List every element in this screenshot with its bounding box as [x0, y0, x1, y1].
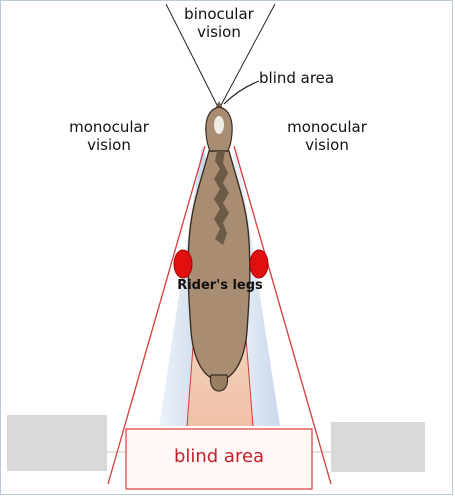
horse-top-view: [187, 101, 251, 392]
blind-area-box: [125, 428, 313, 490]
blind-area-bottom-label: blind area: [173, 446, 265, 467]
horse-tail: [209, 374, 229, 392]
right-field-boundary: [233, 145, 332, 485]
monocular-vision-right-label: monocular vision: [287, 118, 367, 154]
left-field-boundary: [107, 145, 206, 485]
left-gray-box: [7, 415, 107, 471]
binocular-right-line: [218, 3, 276, 110]
binocular-left-line: [165, 3, 220, 110]
monocular-vision-left-label: monocular vision: [69, 118, 149, 154]
horse-blaze: [214, 116, 224, 134]
binocular-vision-label: binocular vision: [184, 5, 254, 41]
rider-right-leg: [249, 249, 269, 279]
blind-area-top-label: blind area: [259, 69, 335, 87]
rider-left-leg: [173, 249, 193, 279]
right-gray-box: [331, 422, 425, 472]
horse-mane: [214, 151, 229, 245]
blind-area-leader-line: [223, 80, 260, 105]
riders-legs-label: Rider's legs: [177, 278, 263, 293]
